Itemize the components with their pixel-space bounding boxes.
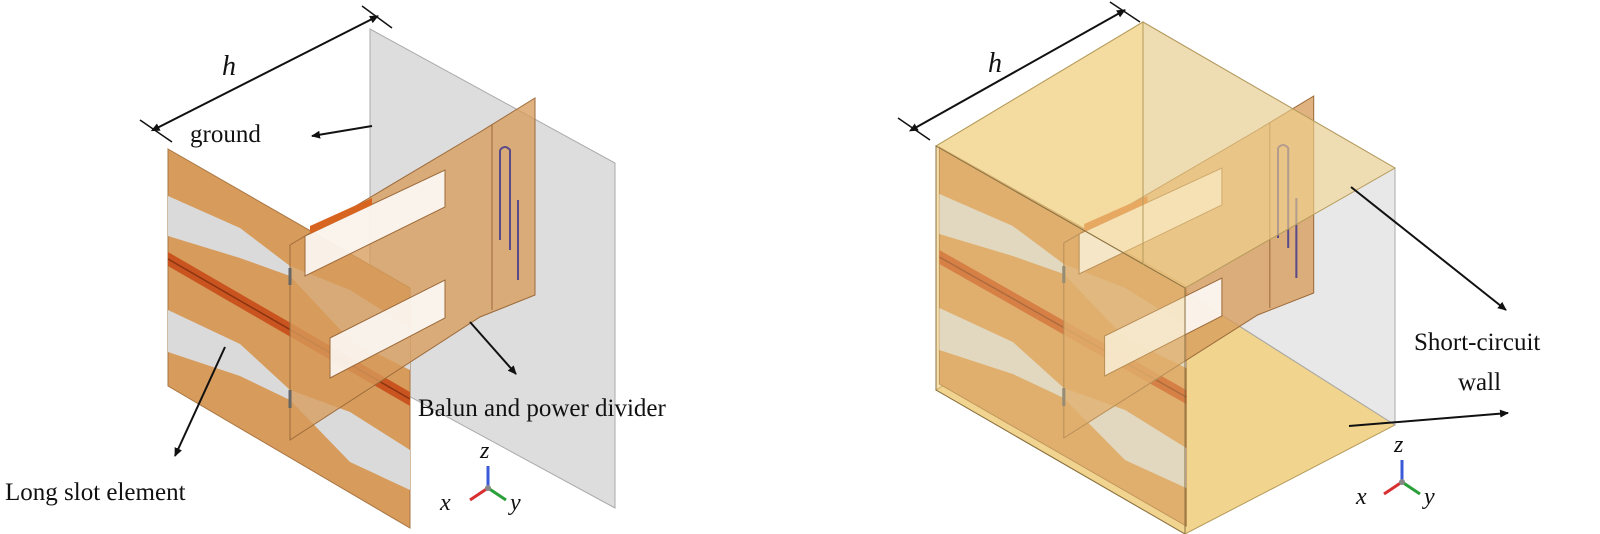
ground-label: ground (190, 121, 261, 148)
z-axis-label: z (479, 438, 490, 464)
dimension-label-right: h (988, 48, 1002, 79)
wall-label-line2: wall (1458, 369, 1501, 396)
dimension-h: h (139, 5, 393, 143)
y-axis-label: y (508, 490, 521, 516)
right-figure: h Short-circuit wall z x y (897, 1, 1540, 534)
axis-triad-right: z x y (1355, 432, 1435, 510)
dimension-label: h (222, 51, 236, 82)
balun-label: Balun and power divider (418, 395, 667, 422)
y-axis-label-right: y (1422, 484, 1435, 510)
dimension-h-right: h (897, 1, 1141, 141)
slot-label: Long slot element (5, 479, 186, 506)
axis-triad: z x y (439, 438, 521, 516)
wall-label-line1: Short-circuit (1414, 329, 1540, 356)
z-axis-label-right: z (1393, 432, 1404, 458)
x-axis-label-right: x (1355, 484, 1367, 510)
x-axis-label: x (439, 490, 451, 516)
cavity-front-face (935, 145, 1186, 534)
left-figure: h ground Balun and power divider Long sl… (5, 5, 667, 529)
